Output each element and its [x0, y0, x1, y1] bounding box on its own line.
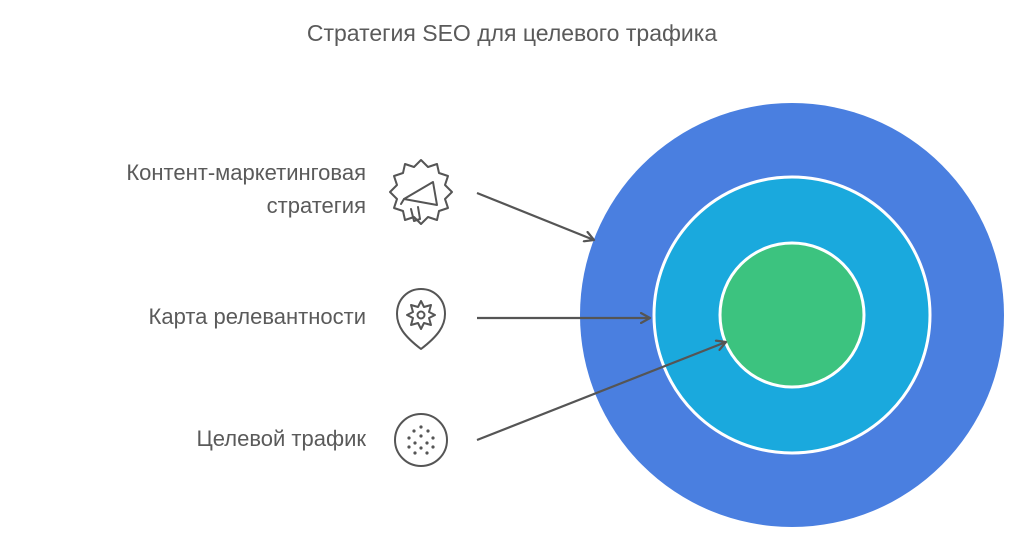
arrow-content-marketing [476, 191, 594, 240]
label-content-marketing: Контент-маркетинговая стратегия [126, 156, 366, 222]
label-target-traffic: Целевой трафик [197, 422, 367, 455]
label-relevance-map-text: Карта релевантности [148, 304, 366, 329]
arrow-target-traffic [476, 342, 726, 442]
label-target-traffic-text: Целевой трафик [196, 426, 367, 451]
inner-circle [718, 241, 866, 389]
gear-pin-icon [396, 288, 446, 350]
diagram-title: Стратегия SEO для целевого трафика [306, 20, 718, 46]
dots-circle-icon [394, 413, 448, 467]
label-relevance-map: Карта релевантности [149, 300, 366, 333]
megaphone-icon [389, 159, 453, 225]
label-content-marketing-line1: Контент-маркетинговая [126, 160, 366, 185]
label-content-marketing-line2: стратегия [266, 193, 366, 218]
